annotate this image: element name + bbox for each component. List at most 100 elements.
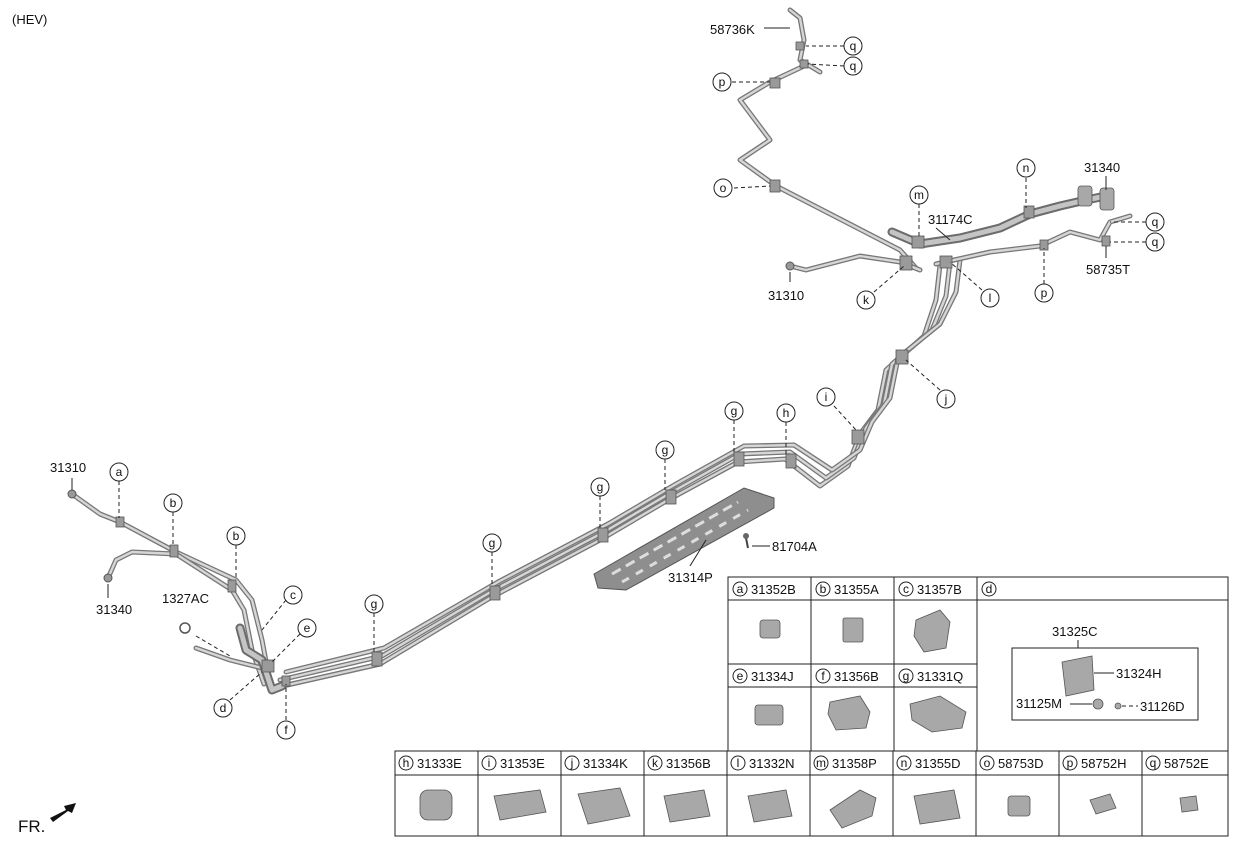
clip-31333E-icon bbox=[419, 789, 453, 821]
svg-text:q: q bbox=[1150, 756, 1157, 770]
part-label-31325C: 31325C bbox=[1052, 624, 1098, 639]
part-label-31310-left: 31310 bbox=[50, 460, 86, 475]
svg-text:31353E: 31353E bbox=[500, 756, 545, 771]
svg-text:j: j bbox=[570, 756, 574, 770]
legend-p: p 58752H bbox=[1062, 755, 1127, 771]
svg-text:31357B: 31357B bbox=[917, 582, 962, 597]
legend-d-detail: 31325C 31324H 31125M 31126D bbox=[1011, 624, 1199, 721]
legend-o: o 58753D bbox=[979, 755, 1044, 771]
svg-text:e: e bbox=[304, 621, 311, 635]
svg-text:g: g bbox=[371, 597, 378, 611]
svg-text:b: b bbox=[233, 529, 240, 543]
svg-text:31358P: 31358P bbox=[832, 756, 877, 771]
callout-d: d bbox=[213, 698, 233, 718]
clip-31358P-icon bbox=[829, 789, 877, 829]
svg-text:g: g bbox=[489, 536, 496, 550]
heat-shield bbox=[593, 487, 775, 591]
part-label-81704A: 81704A bbox=[772, 539, 817, 554]
svg-text:58752H: 58752H bbox=[1081, 756, 1127, 771]
svg-text:b: b bbox=[170, 496, 177, 510]
svg-text:l: l bbox=[989, 291, 992, 305]
front-arrow-icon bbox=[50, 803, 76, 822]
callout-j: j bbox=[936, 389, 956, 409]
variant-label: (HEV) bbox=[12, 12, 47, 27]
svg-text:q: q bbox=[850, 59, 857, 73]
clip-58752E-icon bbox=[1179, 795, 1199, 813]
svg-text:f: f bbox=[821, 669, 825, 683]
svg-text:i: i bbox=[825, 390, 828, 404]
svg-text:j: j bbox=[944, 392, 948, 406]
svg-text:h: h bbox=[783, 406, 790, 420]
svg-text:f: f bbox=[284, 723, 288, 737]
clip-31356B-bottom-icon bbox=[663, 789, 711, 823]
svg-text:31125M: 31125M bbox=[1016, 696, 1062, 711]
svg-text:m: m bbox=[816, 756, 826, 770]
part-label-31310-top: 31310 bbox=[768, 288, 804, 303]
clip-31332N-icon bbox=[747, 789, 793, 823]
svg-text:q: q bbox=[1152, 215, 1159, 229]
svg-text:m: m bbox=[914, 188, 924, 202]
part-label-58735T: 58735T bbox=[1086, 262, 1130, 277]
legend-q: q 58752E bbox=[1145, 755, 1209, 771]
grommet-1327AC-icon bbox=[179, 622, 191, 634]
svg-text:31355A: 31355A bbox=[834, 582, 879, 597]
clip-31357B-icon bbox=[913, 609, 951, 653]
svg-text:c: c bbox=[290, 588, 296, 602]
svg-text:31126D: 31126D bbox=[1140, 699, 1185, 714]
callout-c: c bbox=[283, 585, 303, 605]
callout-q-2: q bbox=[843, 56, 863, 76]
svg-text:31334K: 31334K bbox=[583, 756, 628, 771]
clip-31331Q-icon bbox=[909, 695, 967, 733]
callout-g-2: g bbox=[482, 533, 502, 553]
svg-text:31355D: 31355D bbox=[915, 756, 961, 771]
part-label-1327AC: 1327AC bbox=[162, 591, 209, 606]
svg-text:n: n bbox=[901, 756, 908, 770]
callout-g-3: g bbox=[590, 477, 610, 497]
svg-text:58753D: 58753D bbox=[998, 756, 1044, 771]
part-label-31174C: 31174C bbox=[928, 212, 973, 227]
callout-b-1: b bbox=[163, 493, 183, 513]
callout-g-1: g bbox=[364, 594, 384, 614]
clip-marks bbox=[115, 41, 1111, 687]
canister-port-icon bbox=[1099, 187, 1115, 211]
callout-m: m bbox=[909, 185, 929, 205]
front-marker-label: FR. bbox=[18, 817, 45, 836]
svg-text:g: g bbox=[597, 480, 604, 494]
clip-31334K-icon bbox=[577, 787, 631, 825]
svg-text:31334J: 31334J bbox=[751, 669, 794, 684]
legend-i: i 31353E bbox=[481, 755, 545, 771]
bracket-31324H-icon bbox=[1061, 655, 1095, 697]
legend-f: f 31356B bbox=[815, 668, 879, 684]
svg-text:q: q bbox=[850, 39, 857, 53]
callout-g-5: g bbox=[724, 401, 744, 421]
svg-text:g: g bbox=[903, 669, 910, 683]
legend-part-icons bbox=[419, 609, 1199, 829]
svg-text:31332N: 31332N bbox=[749, 756, 795, 771]
svg-text:58752E: 58752E bbox=[1164, 756, 1209, 771]
svg-text:31356B: 31356B bbox=[666, 756, 711, 771]
callout-a: a bbox=[109, 462, 129, 482]
clip-31355D-icon bbox=[913, 789, 961, 825]
svg-text:n: n bbox=[1023, 161, 1030, 175]
callout-i: i bbox=[816, 387, 836, 407]
fuel-filler-neck-icon bbox=[1077, 185, 1093, 207]
legend-n: n 31355D bbox=[896, 755, 961, 771]
clip-31356B-icon bbox=[827, 695, 871, 731]
main-tube-bundle bbox=[271, 257, 963, 691]
svg-text:g: g bbox=[731, 404, 738, 418]
svg-text:o: o bbox=[984, 756, 991, 770]
callout-b-2: b bbox=[226, 526, 246, 546]
svg-text:p: p bbox=[1067, 756, 1074, 770]
svg-text:i: i bbox=[488, 756, 491, 770]
svg-text:c: c bbox=[903, 582, 909, 596]
leader-lines bbox=[71, 27, 1146, 720]
callout-p-1: p bbox=[712, 72, 732, 92]
part-label-58736K: 58736K bbox=[710, 22, 755, 37]
svg-text:k: k bbox=[863, 293, 870, 307]
svg-text:31356B: 31356B bbox=[834, 669, 879, 684]
svg-text:d: d bbox=[220, 701, 227, 715]
callout-g-4: g bbox=[655, 440, 675, 460]
clip-31355A-icon bbox=[842, 617, 864, 643]
